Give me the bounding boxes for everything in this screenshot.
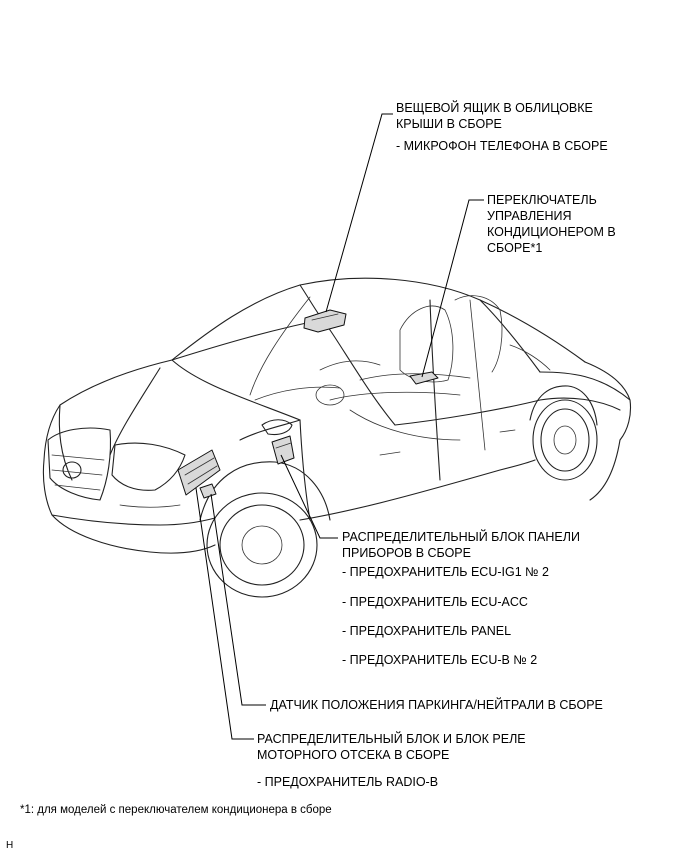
- engine-block-sub-radio-b: - ПРЕДОХРАНИТЕЛЬ RADIO-B: [257, 775, 439, 789]
- roof-box-sub-microphone: - МИКРОФОН ТЕЛЕФОНА В СБОРЕ: [396, 139, 608, 153]
- ac-switch-label-line4: СБОРЕ*1: [487, 241, 543, 255]
- panel-block-sub-ecu-acc: - ПРЕДОХРАНИТЕЛЬ ECU-ACC: [342, 595, 528, 609]
- panel-block-sub-panel: - ПРЕДОХРАНИТЕЛЬ PANEL: [342, 624, 512, 638]
- ac-switch-label-line2: УПРАВЛЕНИЯ: [487, 209, 572, 223]
- ac-switch-label-line1: ПЕРЕКЛЮЧАТЕЛЬ: [487, 193, 597, 207]
- ac-switch-part: [409, 371, 439, 385]
- ac-switch-label: ПЕРЕКЛЮЧАТЕЛЬ УПРАВЛЕНИЯ КОНДИЦИОНЕРОМ В…: [487, 192, 616, 256]
- engine-block-label: РАСПРЕДЕЛИТЕЛЬНЫЙ БЛОК И БЛОК РЕЛЕ МОТОР…: [257, 731, 526, 763]
- panel-block-label: РАСПРЕДЕЛИТЕЛЬНЫЙ БЛОК ПАНЕЛИ ПРИБОРОВ В…: [342, 529, 580, 561]
- front-wheel: [199, 461, 331, 598]
- corner-code: H: [6, 840, 14, 851]
- park-sensor-label: ДАТЧИК ПОЛОЖЕНИЯ ПАРКИНГА/НЕЙТРАЛИ В СБО…: [270, 697, 603, 713]
- engine-block-label-line2: МОТОРНОГО ОТСЕКА В СБОРЕ: [257, 748, 450, 762]
- panel-block-label-line1: РАСПРЕДЕЛИТЕЛЬНЫЙ БЛОК ПАНЕЛИ: [342, 530, 580, 544]
- ac-switch-label-line3: КОНДИЦИОНЕРОМ В: [487, 225, 616, 239]
- engine-block-part: [177, 449, 221, 496]
- roof-box-label-line2: КРЫШИ В СБОРЕ: [396, 117, 502, 131]
- leader-lines: [195, 113, 484, 740]
- roof-box-label: ВЕЩЕВОЙ ЯЩИК В ОБЛИЦОВКЕ КРЫШИ В СБОРЕ: [396, 100, 593, 132]
- car-body: [42, 277, 632, 554]
- panel-block-label-line2: ПРИБОРОВ В СБОРЕ: [342, 546, 471, 560]
- panel-block-part: [271, 435, 295, 465]
- park-sensor-part: [199, 483, 217, 499]
- park-sensor-label-line1: ДАТЧИК ПОЛОЖЕНИЯ ПАРКИНГА/НЕЙТРАЛИ В СБО…: [270, 698, 603, 712]
- panel-block-sub-ecu-b: - ПРЕДОХРАНИТЕЛЬ ECU-B № 2: [342, 653, 538, 667]
- panel-block-sub-ecu-ig1: - ПРЕДОХРАНИТЕЛЬ ECU-IG1 № 2: [342, 565, 549, 579]
- footnote: *1: для моделей с переключателем кондици…: [20, 804, 332, 816]
- rear-wheel: [529, 385, 598, 481]
- engine-block-label-line1: РАСПРЕДЕЛИТЕЛЬНЫЙ БЛОК И БЛОК РЕЛЕ: [257, 732, 526, 746]
- roof-console-part: [303, 309, 347, 333]
- roof-box-label-line1: ВЕЩЕВОЙ ЯЩИК В ОБЛИЦОВКЕ: [396, 101, 593, 115]
